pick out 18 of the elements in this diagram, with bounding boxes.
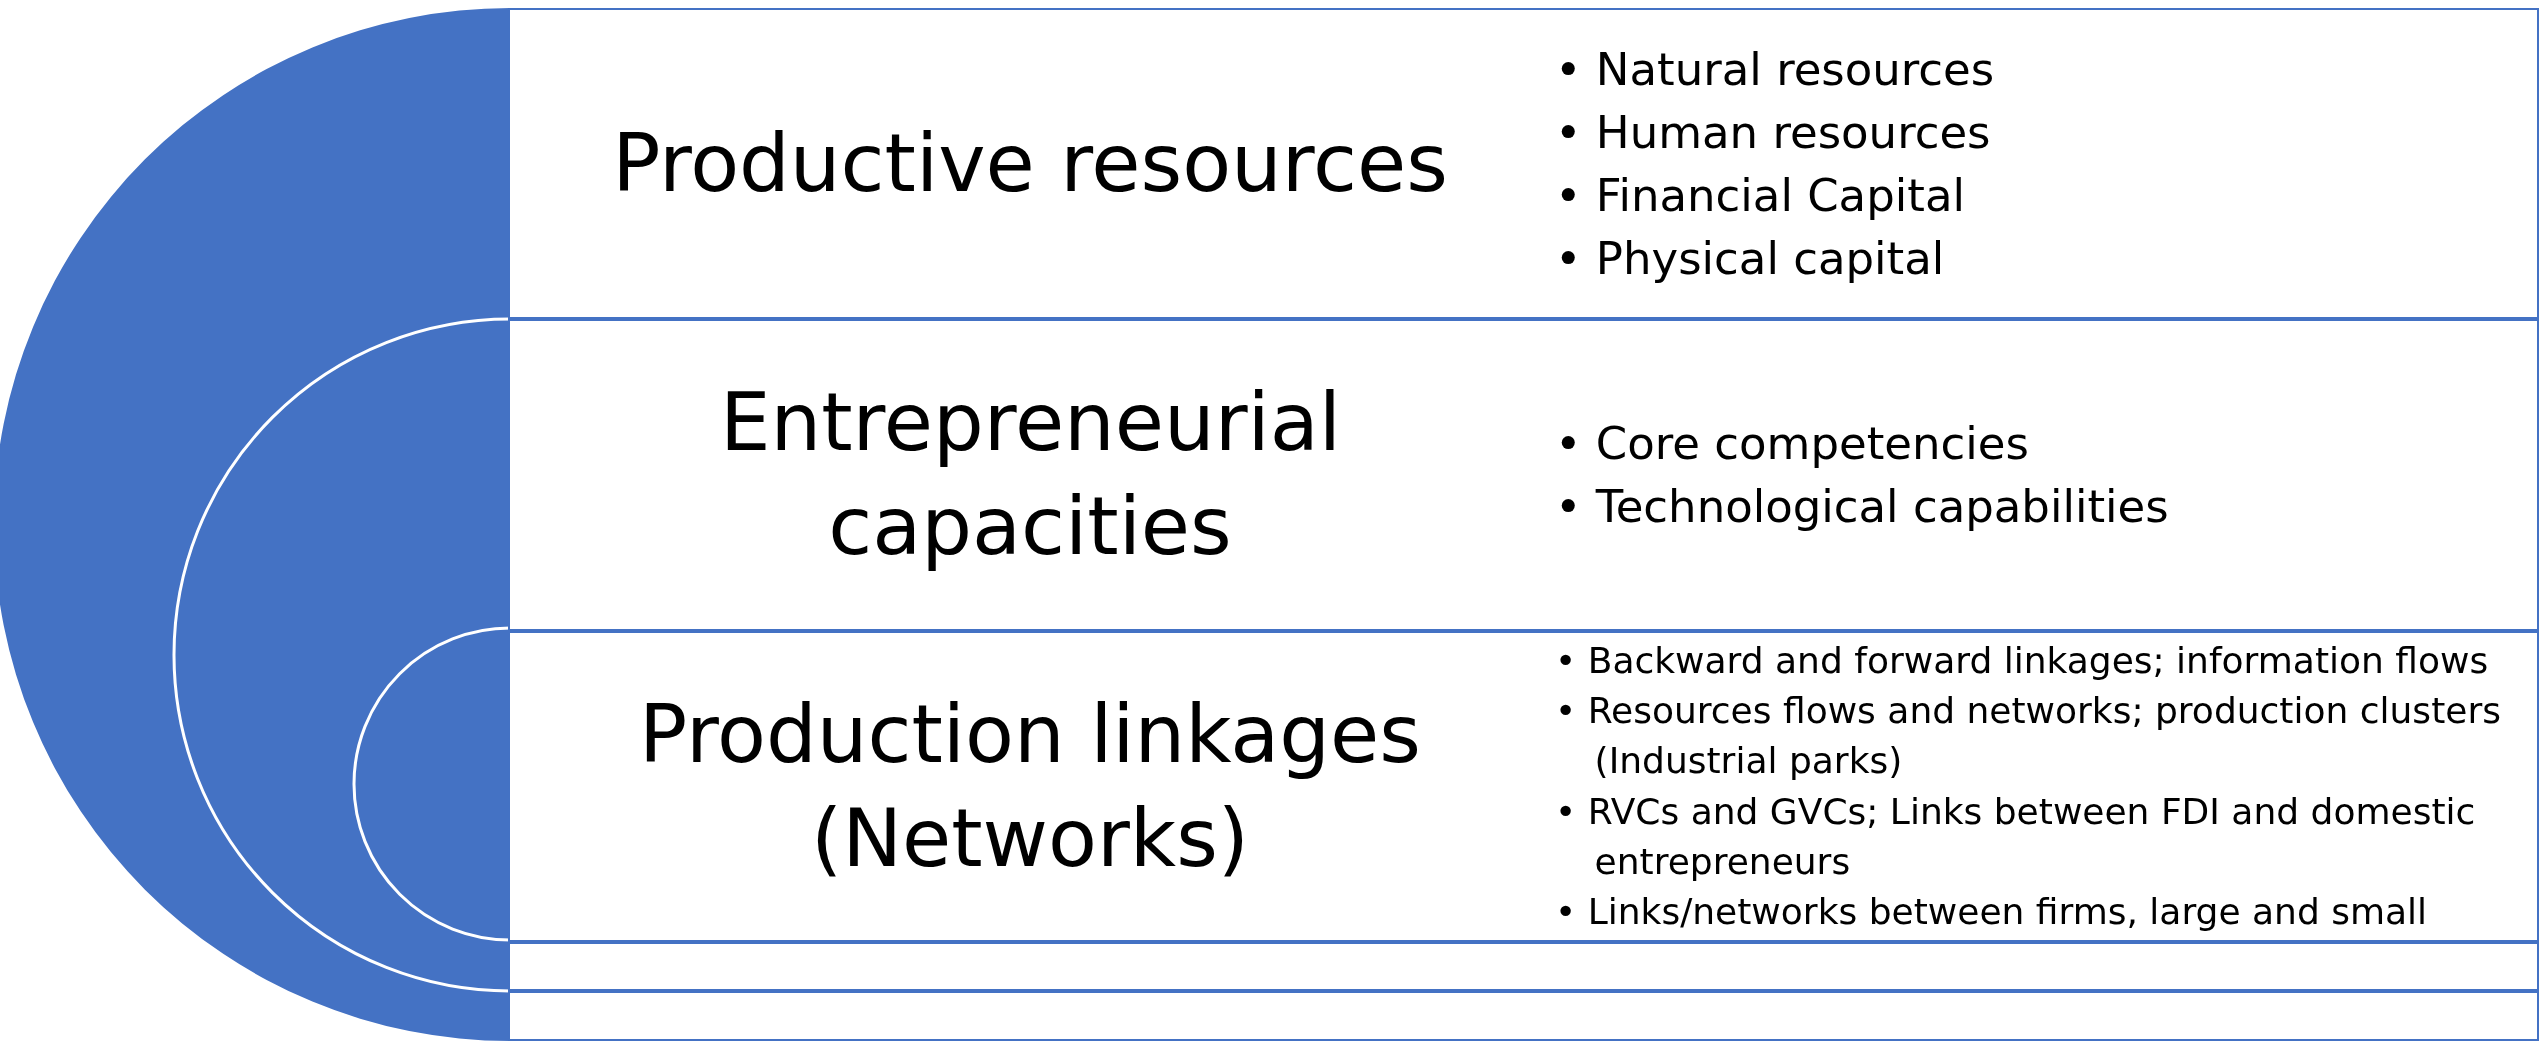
band-box (508, 319, 2539, 631)
bullet-item: • RVCs and GVCs; Links between FDI and domestic entrepreneurs (1555, 789, 2477, 884)
band-box (508, 631, 2539, 942)
band-box (508, 991, 2539, 1041)
bullet-item: • Natural resources (1555, 41, 1996, 98)
bullet-item: • Links/networks between firms, large and small (1555, 890, 2429, 935)
band-heading: Productive resources (611, 115, 1449, 212)
bullet-item: • Core competencies (1555, 416, 2030, 472)
band-box (508, 8, 2539, 319)
bullet-item: • Resources flows and networks; production clusters (Industrial parks) (1555, 688, 2502, 784)
bullet-item: • Human resources (1555, 104, 1992, 161)
bullet-item: • Financial Capital (1555, 167, 1966, 224)
bullet-item: • Technological capabilities (1555, 479, 2170, 535)
bullet-item: • Backward and forward linkages; information flows (1555, 638, 2490, 683)
band-heading: Production linkages (Networks) (638, 686, 1422, 887)
band-box (508, 942, 2539, 991)
bullet-item: • Physical capital (1555, 230, 1946, 287)
band-heading: Entrepreneurial capacities (720, 375, 1340, 575)
